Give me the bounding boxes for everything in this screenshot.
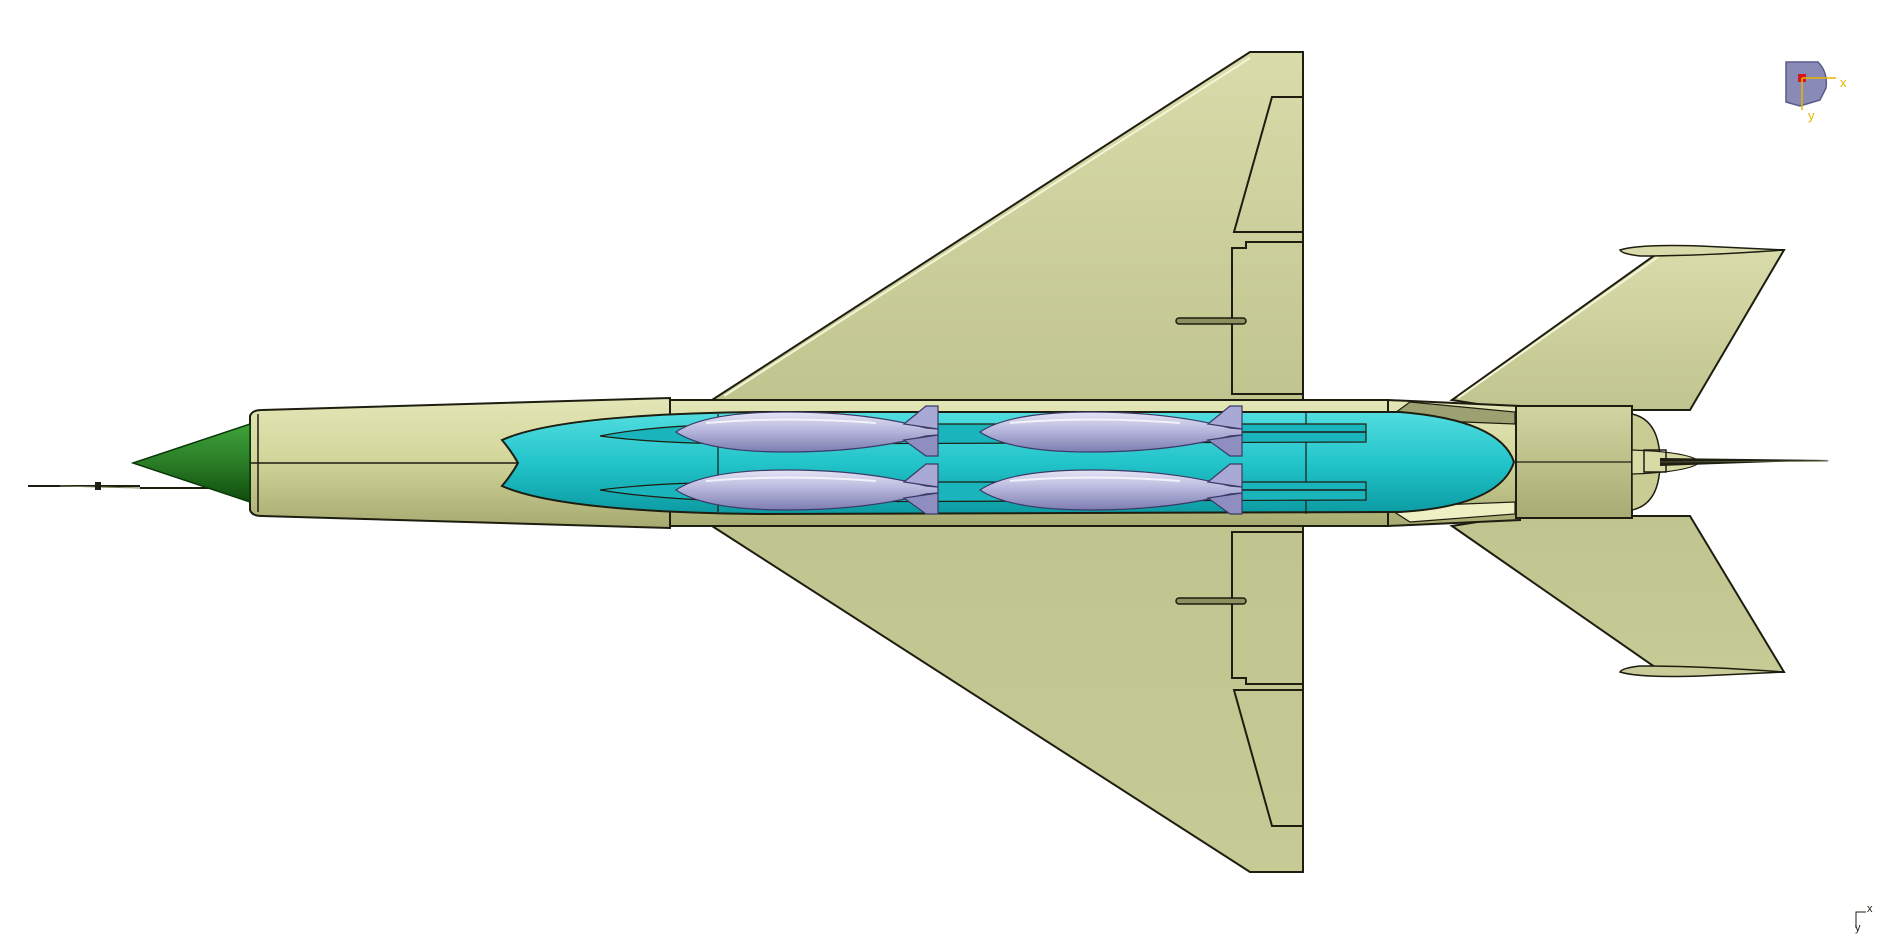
nose-cone[interactable] [130, 422, 251, 504]
compass-x-label: x [1840, 75, 1847, 90]
bomb-lower-forward[interactable] [674, 463, 939, 515]
engine-nozzle[interactable] [1515, 405, 1832, 519]
bomb-upper-aft[interactable] [978, 405, 1243, 457]
compass-widget[interactable]: x y [1785, 61, 1847, 123]
pitot-probe[interactable] [28, 482, 210, 490]
corner-x-label: x [1867, 903, 1873, 915]
right-stabilizer[interactable] [1449, 515, 1786, 678]
right-wing[interactable] [708, 525, 1304, 873]
bomb-upper-forward[interactable] [674, 405, 939, 457]
left-wing[interactable] [708, 51, 1304, 401]
bomb-lower-aft[interactable] [978, 463, 1243, 515]
corner-y-label: y [1855, 922, 1861, 934]
left-stabilizer[interactable] [1449, 244, 1786, 411]
corner-axis: x y [1855, 903, 1873, 934]
compass-y-label: y [1808, 108, 1815, 123]
